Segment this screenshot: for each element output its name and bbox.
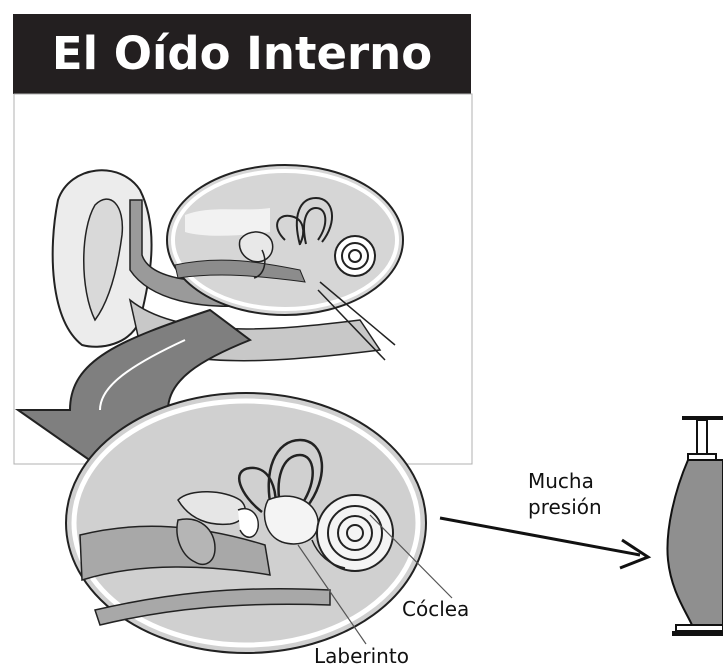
pressure-label-text: Mucha presión [528, 469, 602, 519]
labyrinth-leader-line [297, 544, 367, 645]
zoom-arrow [14, 308, 253, 482]
top-cochlea-spiral [334, 235, 376, 277]
outer-ear-illustration [51, 169, 382, 362]
cochlea-label: Cóclea [402, 597, 470, 621]
top-magnifier-lens [166, 164, 404, 361]
pressure-arrow [439, 516, 652, 570]
pressure-pump-illustration [666, 416, 723, 636]
cochlea-leader-line [369, 514, 453, 599]
bottom-semicircular-canals [238, 438, 324, 513]
labyrinth-vestibule [263, 495, 319, 545]
labyrinth-label: Laberinto [314, 644, 409, 668]
top-semicircular-canals [276, 196, 334, 246]
pressure-label: Mucha presión [528, 468, 602, 520]
title-banner [13, 14, 471, 94]
page-title: El Oído Interno [51, 27, 433, 80]
bottom-cochlea-spiral [316, 494, 394, 572]
bottom-magnifier-lens [65, 392, 427, 654]
